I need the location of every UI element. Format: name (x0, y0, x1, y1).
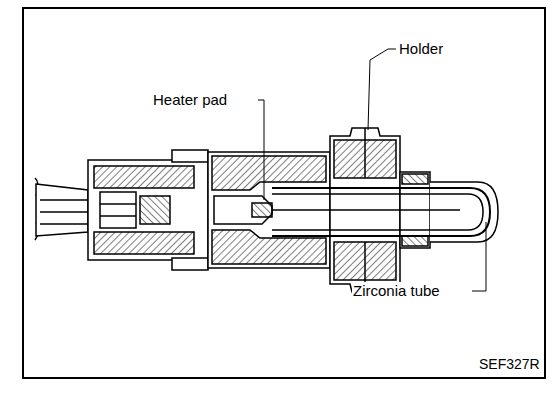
figure-code: SEF327R (478, 356, 541, 373)
leader-lines (258, 49, 486, 291)
frame-border (23, 8, 545, 378)
part-label: Heater pad (152, 91, 228, 108)
part-label: Holder (398, 40, 444, 57)
part-label: Zirconia tube (352, 282, 441, 299)
sensor-body (35, 128, 498, 292)
